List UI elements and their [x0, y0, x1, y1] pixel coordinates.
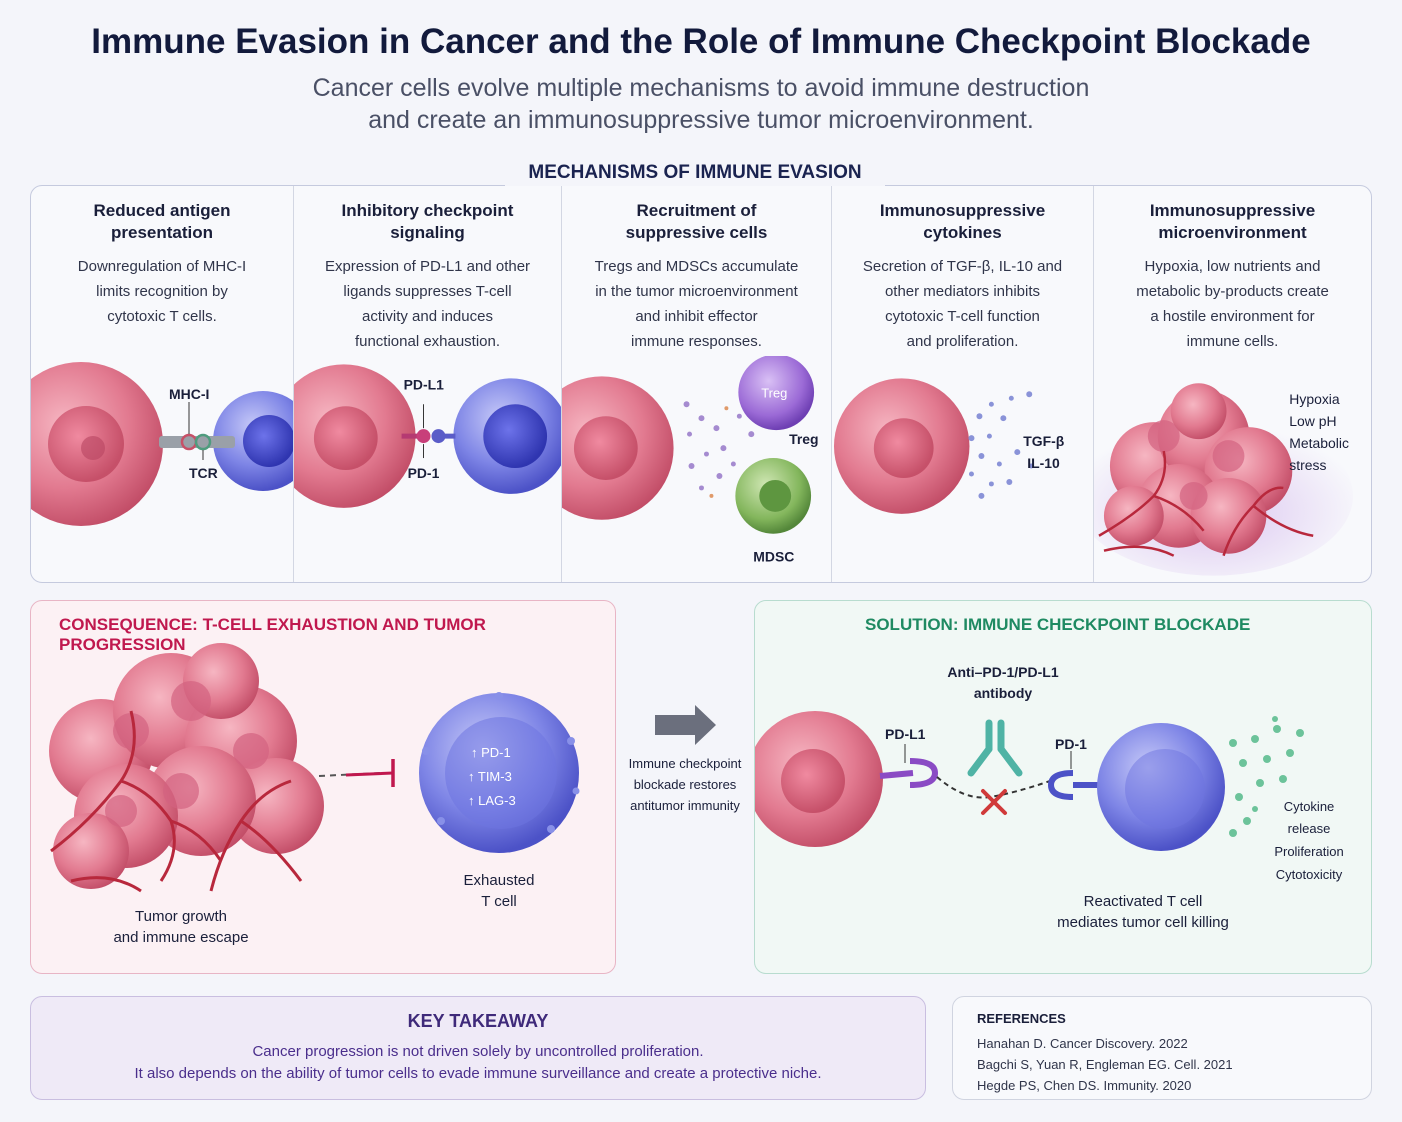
mhc-label: MHC-I — [169, 386, 209, 402]
tcr-label: TCR — [189, 465, 218, 481]
antigen-presentation-illustration: MHC-I TCR — [31, 362, 293, 526]
consequence-illustration: ↑ PD-1 ↑ TIM-3 ↑ LAG-3 Exhausted T cell … — [49, 643, 580, 946]
pd-l1-label: PD-L1 — [885, 726, 926, 742]
consequence-title: CONSEQUENCE: T-CELL EXHAUSTION AND TUMOR… — [59, 615, 486, 654]
tumor-growth-label-line1: Tumor growth — [135, 908, 227, 925]
mechanism-title: Inhibitory checkpoint signaling — [341, 201, 514, 242]
effect-cytotoxicity: Cytotoxicity — [1276, 867, 1343, 882]
arrow-caption-line2: blockade restores — [634, 777, 737, 792]
suppressive-cells-illustration: Treg Treg MDSC — [562, 356, 819, 565]
blood-vessels — [50, 710, 303, 893]
blocked-path — [936, 776, 1051, 799]
key-takeaway-title: KEY TAKEAWAY — [407, 1011, 549, 1031]
pd-1-receptor — [1047, 770, 1074, 800]
cytokine-particles — [1229, 716, 1304, 837]
solution-panel: SOLUTION: IMMUNE CHECKPOINT BLOCKADE PD-… — [754, 600, 1372, 974]
stress-label: stress — [1289, 457, 1326, 473]
mechanism-cytokines: Immunosuppressive cytokines Secretion of… — [831, 186, 1093, 582]
solution-caption-line2: mediates tumor cell killing — [1057, 914, 1229, 931]
il-10-label: IL-10 — [1027, 455, 1060, 471]
cytokine-particles — [683, 401, 755, 498]
treg-cell — [738, 356, 815, 431]
mechanism-title: Immunosuppressive microenvironment — [1149, 201, 1316, 242]
mechanisms-heading: MECHANISMS OF IMMUNE EVASION — [505, 160, 885, 186]
references-list: Hanahan D. Cancer Discovery. 2022 Bagchi… — [977, 1033, 1233, 1096]
mechanism-title: Recruitment of suppressive cells — [625, 201, 768, 242]
treg-inner-label: Treg — [761, 385, 787, 400]
inhibition-bar-stem — [345, 771, 394, 777]
t-cell-nucleus — [243, 415, 293, 467]
tumor-growth-label-line2: and immune escape — [113, 929, 248, 946]
mechanism-title: Reduced antigen presentation — [93, 201, 231, 242]
pd-l1-label: PD-L1 — [404, 376, 445, 392]
arrow-caption-line1: Immune checkpoint — [629, 756, 742, 771]
blocked-x-icon — [981, 789, 1007, 815]
solution-caption-line1: Reactivated T cell — [1084, 893, 1203, 910]
pd-1-marker: ↑ PD-1 — [471, 745, 511, 760]
effect-cytokine: Cytokine — [1284, 799, 1335, 814]
mechanism-title: Immunosuppressive cytokines — [879, 201, 1046, 242]
t-cell-nucleus — [483, 404, 548, 469]
mechanism-microenvironment: Immunosuppressive microenvironment Hypox… — [1093, 186, 1371, 582]
tumor-nucleus — [313, 406, 378, 470]
reference-item: Hanahan D. Cancer Discovery. 2022 — [977, 1036, 1188, 1051]
pd-l1-ligand — [909, 758, 939, 788]
solution-title: SOLUTION: IMMUNE CHECKPOINT BLOCKADE — [865, 615, 1251, 634]
page-title: Immune Evasion in Cancer and the Role of… — [91, 22, 1311, 61]
hypoxia-label: Hypoxia — [1289, 391, 1340, 407]
arrow-right-icon — [655, 705, 716, 745]
references-panel: REFERENCES Hanahan D. Cancer Discovery. … — [952, 996, 1372, 1100]
consequence-panel: CONSEQUENCE: T-CELL EXHAUSTION AND TUMOR… — [30, 600, 616, 974]
mechanisms-panel: Reduced antigen presentation Downregulat… — [30, 185, 1372, 583]
tumor-nucleus — [573, 416, 638, 480]
antibody-icon — [967, 719, 1023, 777]
page-subtitle: Cancer cells evolve multiple mechanisms … — [312, 74, 1090, 134]
mechanism-description: Tregs and MDSCs accumulate in the tumor … — [594, 258, 799, 350]
key-takeaway-panel: KEY TAKEAWAY Cancer progression is not d… — [30, 996, 926, 1100]
tgf-beta-label: TGF-β — [1023, 433, 1065, 449]
tumor-nucleus — [873, 418, 934, 478]
pd-l1-stem — [879, 770, 914, 779]
pd-1-receptor — [431, 429, 446, 444]
mechanism-description: Downregulation of MHC-I limits recogniti… — [77, 258, 247, 325]
solution-illustration: PD-L1 Anti–PD-1/PD-L1 antibody PD-1 Cyto… — [755, 664, 1344, 931]
reference-item: Bagchi S, Yuan R, Engleman EG. Cell. 202… — [977, 1057, 1233, 1072]
checkpoint-signaling-illustration: PD-L1 PD-1 — [294, 364, 561, 508]
pd-l1-ligand — [416, 429, 431, 444]
mechanism-checkpoint-signaling: Inhibitory checkpoint signaling Expressi… — [293, 186, 561, 582]
mechanism-description: Hypoxia, low nutrients and metabolic by-… — [1136, 258, 1329, 350]
antibody-label-line1: Anti–PD-1/PD-L1 — [947, 664, 1058, 680]
microenvironment-illustration: Hypoxia Low pH Metabolic stress — [1094, 383, 1354, 576]
blood-vessels — [1098, 450, 1314, 557]
exhausted-label-line2: T cell — [481, 893, 517, 910]
tim-3-marker: ↑ TIM-3 — [468, 769, 512, 784]
mechanism-description: Expression of PD-L1 and other ligands su… — [324, 258, 531, 350]
mechanism-suppressive-cells: Recruitment of suppressive cells Tregs a… — [561, 186, 831, 582]
exhausted-label-line1: Exhausted — [464, 872, 535, 889]
antibody-label-line2: antibody — [974, 685, 1033, 701]
treg-label: Treg — [789, 431, 818, 447]
mechanism-description: Secretion of TGF-β, IL-10 and other medi… — [862, 258, 1063, 350]
cytokines-illustration: TGF-β IL-10 — [833, 378, 1065, 514]
mechanism-antigen-presentation: Reduced antigen presentation Downregulat… — [31, 186, 293, 582]
references-title: REFERENCES — [977, 1011, 1066, 1026]
low-ph-label: Low pH — [1289, 413, 1336, 429]
arrow-caption-line3: antitumor immunity — [630, 798, 740, 813]
key-takeaway-text: Cancer progression is not driven solely … — [134, 1043, 822, 1082]
tumor-mass — [1103, 383, 1293, 554]
reference-item: Hegde PS, Chen DS. Immunity. 2020 — [977, 1078, 1192, 1093]
metabolic-label: Metabolic — [1289, 435, 1349, 451]
pd-1-label: PD-1 — [408, 465, 440, 481]
effect-release: release — [1288, 821, 1331, 836]
effect-proliferation: Proliferation — [1274, 844, 1343, 859]
pd-1-label: PD-1 — [1055, 736, 1087, 752]
mdsc-label: MDSC — [753, 549, 794, 565]
cytokine-particles — [968, 391, 1034, 499]
tumor-nucleus — [781, 749, 845, 813]
lag-3-marker: ↑ LAG-3 — [468, 793, 516, 808]
transition-arrow: Immune checkpoint blockade restores anti… — [629, 705, 742, 813]
tumor-mass — [49, 643, 324, 889]
